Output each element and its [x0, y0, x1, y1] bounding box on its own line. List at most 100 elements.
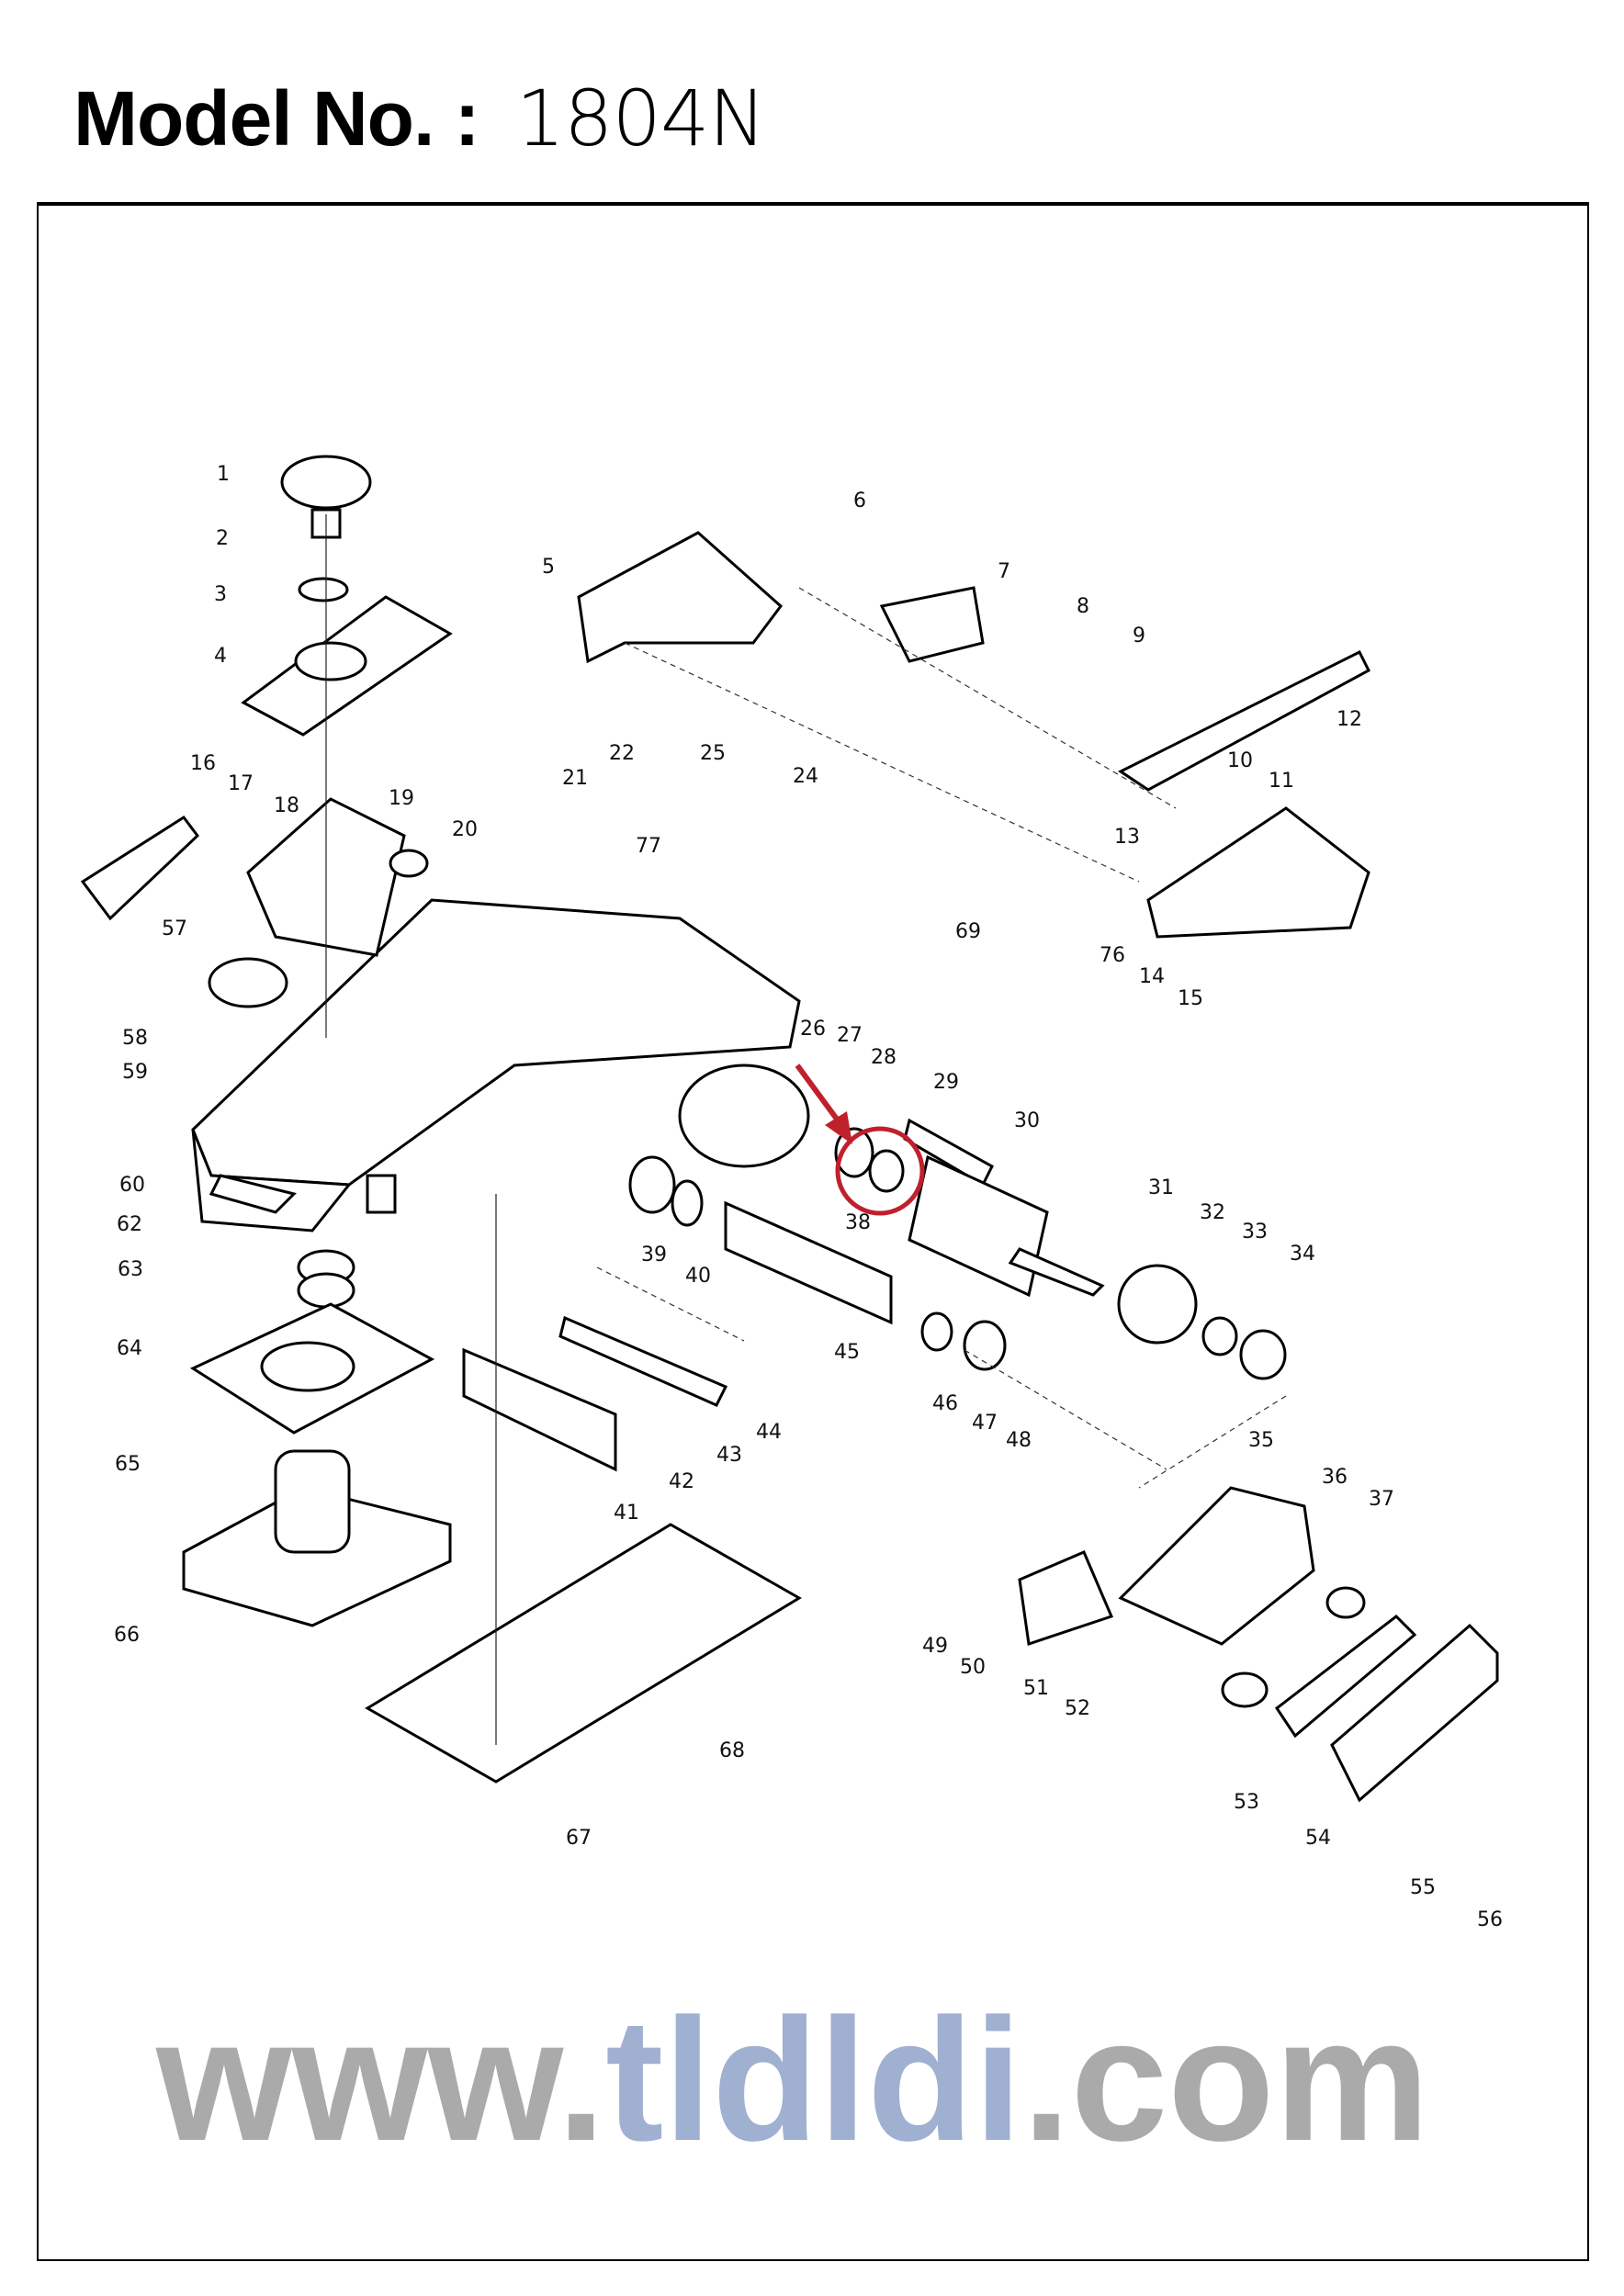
washer-part-46 [920, 1311, 953, 1352]
part-label: 64 [117, 1337, 142, 1360]
handle-tube-part-12 [1118, 649, 1370, 792]
part-label: 46 [932, 1392, 958, 1415]
body-front [191, 1129, 352, 1232]
part-label: 63 [118, 1258, 143, 1281]
part-label: 50 [960, 1656, 986, 1679]
blade-drum-part-45 [724, 1200, 893, 1325]
blade-part-42 [462, 1347, 617, 1472]
part-label: 32 [1200, 1201, 1225, 1224]
part-label: 15 [1178, 987, 1203, 1010]
plate-part-51 [1018, 1550, 1114, 1646]
part-label: 69 [955, 920, 981, 943]
part-label: 68 [719, 1739, 745, 1762]
part-label: 49 [922, 1635, 948, 1658]
part-label: 45 [834, 1341, 860, 1364]
part-label: 57 [162, 917, 187, 940]
plate-part-65-hole [260, 1341, 355, 1392]
part-label: 36 [1322, 1466, 1348, 1489]
highlight-marker [795, 1064, 925, 1216]
part-label: 27 [837, 1024, 863, 1047]
part-label: 53 [1234, 1791, 1259, 1814]
washer-part-32 [1201, 1316, 1238, 1356]
gasket-part-58 [208, 957, 288, 1008]
model-label: Model No. : [73, 75, 480, 162]
part-label: 20 [452, 818, 478, 841]
part-label: 59 [122, 1061, 148, 1084]
part-labels: 1 2 3 4 5 6 7 8 9 10 11 12 13 14 15 16 1… [114, 463, 1503, 1931]
plate-part-68 [365, 1523, 802, 1784]
part-label: 60 [119, 1174, 145, 1197]
part-label: 22 [609, 742, 635, 765]
rear-handle-part-6 [577, 531, 784, 664]
model-number: 1804N [515, 73, 767, 163]
part-label: 21 [562, 767, 588, 790]
part-label: 4 [214, 645, 227, 668]
part-label: 41 [614, 1502, 639, 1525]
belt-cover-part-55 [1330, 1623, 1499, 1803]
part-label: 37 [1369, 1488, 1394, 1511]
part-label: 8 [1077, 595, 1089, 618]
part-label: 65 [115, 1453, 141, 1476]
belt-cover-inner-part-35 [1118, 1486, 1315, 1646]
part-label: 35 [1248, 1429, 1274, 1452]
part-label: 33 [1242, 1221, 1268, 1244]
fan-part-31 [1117, 1264, 1198, 1345]
front-handle-part-76 [1146, 806, 1370, 939]
part-label: 11 [1269, 770, 1294, 793]
watermark-com: .com [1022, 1983, 1429, 2178]
diagram-frame [37, 202, 1589, 2261]
part-label: 55 [1410, 1876, 1436, 1899]
part-label: 9 [1133, 625, 1145, 647]
bearing-part-39 [628, 1155, 676, 1214]
part-label: 1 [217, 463, 230, 486]
part-label: 48 [1006, 1429, 1032, 1452]
part-label: 14 [1139, 965, 1165, 988]
washer-part-28 [868, 1149, 905, 1193]
armature-shaft [1008, 1247, 1105, 1297]
parts-drawing [80, 455, 1499, 1803]
field-part-26 [678, 1064, 810, 1168]
part-label: 30 [1014, 1109, 1040, 1132]
watermark-domain: tldldi [605, 1983, 1022, 2178]
arrow-head-icon [825, 1111, 852, 1144]
part-label: 24 [793, 765, 818, 788]
cover-hole [294, 641, 367, 681]
part-label: 39 [641, 1244, 667, 1266]
bearing-part-33 [1239, 1329, 1287, 1380]
part-label: 13 [1114, 826, 1140, 849]
part-label: 58 [122, 1027, 148, 1050]
assembly-lines [325, 514, 1287, 1745]
knob-part-1 [280, 455, 372, 510]
part-label: 62 [117, 1213, 142, 1236]
part-label: 42 [669, 1470, 694, 1493]
highlight-circle [835, 1126, 925, 1216]
part-label: 3 [214, 583, 227, 606]
part-label: 26 [800, 1018, 826, 1041]
bearing-part-27 [834, 1127, 874, 1178]
part-label: 10 [1227, 749, 1253, 772]
part-label: 77 [636, 835, 661, 858]
spring-part-64b [297, 1272, 355, 1309]
part-label: 40 [685, 1265, 711, 1288]
part-label: 28 [871, 1046, 897, 1069]
belt-part-54 [1274, 1615, 1417, 1739]
part-label: 52 [1065, 1697, 1090, 1720]
part-label: 18 [274, 794, 299, 817]
part-label: 29 [933, 1071, 959, 1094]
part-label: 2 [216, 527, 229, 550]
part-label: 6 [853, 490, 866, 512]
part-label: 31 [1148, 1176, 1174, 1199]
base-column-part-66 [274, 1449, 351, 1554]
switch-part-7 [879, 586, 985, 663]
part-label: 44 [756, 1421, 782, 1444]
part-label: 66 [114, 1624, 140, 1647]
pulley-part-36 [1325, 1586, 1366, 1619]
part-label: 67 [566, 1827, 592, 1850]
part-label: 38 [845, 1211, 871, 1234]
bolt-part-60 [366, 1174, 397, 1214]
washer-part-40 [671, 1179, 704, 1227]
washer-part-2 [298, 577, 349, 602]
part-label: 54 [1305, 1827, 1331, 1850]
part-label: 17 [228, 772, 254, 795]
